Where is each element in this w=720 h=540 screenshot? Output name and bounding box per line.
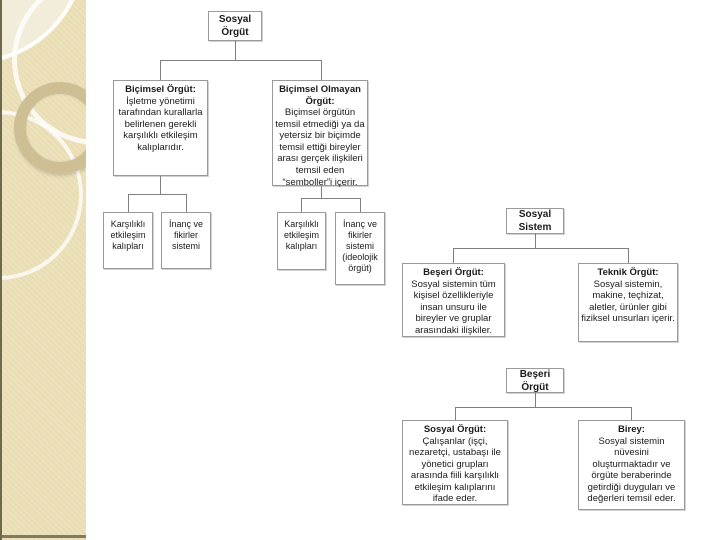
box-title: Biçimsel Örgüt: [125,84,196,95]
leaf-label: İnanç ve fikirler sistemi (ideolojik örg… [342,219,378,273]
connector-line [128,194,129,212]
diagram1-bicimsel-orgut-box: Biçimsel Örgüt: İşletme yönetimi tarafın… [113,80,208,176]
diagram1-leaf-ideolojik-orgut: İnanç ve fikirler sistemi (ideolojik örg… [335,212,385,285]
connector-line [321,60,322,80]
connector-line [535,233,536,248]
leaf-label: İnanç ve fikirler sistemi [168,219,204,251]
box-title: Teknik Örgüt: [597,267,659,278]
diagram1-root-label: Sosyal Örgüt [218,14,252,38]
box-title: Beşeri Örgüt: [423,267,484,278]
leaf-label: Karşılıklı etkileşim kalıpları [283,219,319,251]
diagram3-root-label: Beşeri Örgüt [519,368,551,393]
diagram3-birey-box: Birey: Sosyal sistemin nüvesini oluşturm… [578,420,685,510]
diagram2-root-box: Sosyal Sistem [506,208,564,234]
connector-line [128,194,187,195]
diagram1-root-box: Sosyal Örgüt [208,11,262,41]
connector-line [455,407,456,420]
connector-line [360,198,361,212]
diagram2-root-label: Sosyal Sistem [518,209,552,233]
leaf-label: Karşılıklı etkileşim kalıpları [110,219,146,251]
diagram1-leaf-etkilesim-kaliplari: Karşılıklı etkileşim kalıpları [103,212,153,269]
sidebar-bottom-rule [2,535,86,538]
diagram3-sosyal-orgut-box: Sosyal Örgüt: Çalışanlar (işçi, nezaretç… [402,420,508,505]
box-body: Biçimsel örgütün temsil etmediği ya da y… [275,107,365,188]
connector-line [301,198,361,199]
connector-line [235,41,236,60]
connector-line [186,194,187,212]
box-title: Biçimsel Olmayan Örgüt: [279,84,361,107]
box-body: İşletme yönetimi tarafından kurallarla b… [118,95,203,153]
diagram1-leaf-etkilesim-kaliplari-2: Karşılıklı etkileşim kalıpları [277,212,326,270]
box-title: Sosyal Örgüt: [423,424,487,435]
connector-line [535,392,536,407]
connector-line [453,248,454,263]
box-body: Çalışanlar (işçi, nezaretçi, ustabaşı il… [409,435,501,505]
box-body: Sosyal sistemin, makine, teçhizat, aletl… [581,278,675,325]
box-title: Birey: [618,424,645,435]
diagram3-root-box: Beşeri Örgüt [506,368,564,393]
diagram1-leaf-inanc-fikirler: İnanç ve fikirler sistemi [161,212,211,269]
connector-line [628,248,629,263]
connector-line [321,186,322,198]
connector-line [160,60,161,80]
box-body: Sosyal sistemin nüvesini oluşturmaktadır… [587,435,676,505]
connector-line [455,407,632,408]
box-body: Sosyal sistemin tüm kişisel özellikleriy… [411,278,496,336]
diagram2-teknik-orgut-box: Teknik Örgüt: Sosyal sistemin, makine, t… [578,263,678,342]
connector-line [160,60,322,61]
connector-line [453,248,629,249]
diagram1-bicimsel-olmayan-orgut-box: Biçimsel Olmayan Örgüt: Biçimsel örgütün… [272,80,368,188]
connector-line [301,198,302,212]
sidebar-decoration [0,0,86,540]
connector-line [160,176,161,194]
diagram2-beseri-orgut-box: Beşeri Örgüt: Sosyal sistemin tüm kişise… [402,263,505,337]
connector-line [631,407,632,420]
